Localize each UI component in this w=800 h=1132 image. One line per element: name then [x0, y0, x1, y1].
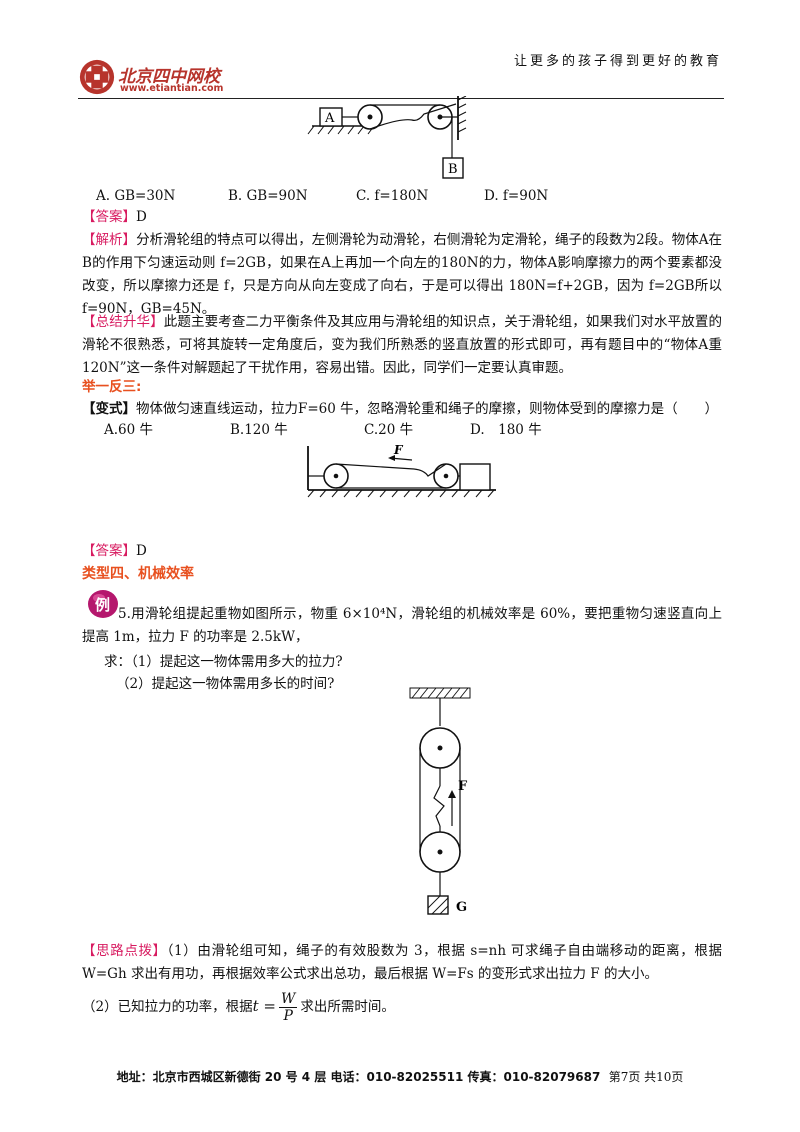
summary-tag: 【总结升华】	[82, 314, 164, 330]
answer-value: D	[136, 209, 147, 225]
figure-pulley-horizontal-ab: A B	[307, 96, 467, 179]
variant-heading: 举一反三:	[82, 379, 142, 395]
block-a-label: A	[324, 111, 335, 126]
prev-analysis: 【解析】分析滑轮组的特点可以得出，左侧滑轮为动滑轮，右侧滑轮为定滑轮，绳子的段数…	[82, 229, 722, 321]
variant-options: A.60 牛 B.120 牛 C.20 牛 D. 180 牛	[104, 418, 724, 438]
hint-1: 【思路点拨】（1）由滑轮组可知，绳子的有效股数为 3，根据 s=nh 可求绳子自…	[82, 940, 722, 986]
figure-pulley-block-f: F	[307, 443, 496, 498]
hint-1-text: （1）由滑轮组可知，绳子的有效股数为 3，根据 s=nh 可求绳子自由端移动的距…	[82, 943, 723, 982]
weight-g-label: G	[456, 900, 467, 915]
variant-question: 【变式】物体做匀速直线运动，拉力F=60 牛，忽略滑轮重和绳子的摩擦，则物体受到…	[82, 398, 722, 421]
analysis-tag: 【解析】	[82, 232, 137, 248]
school-logo-text: 北京四中网校	[118, 67, 220, 87]
variant-answer-tag: 【答案】	[82, 543, 136, 559]
variant-option-a: A.60 牛	[104, 422, 154, 438]
option-c: C. f=180N	[356, 188, 429, 204]
variant-option-d: D. 180 牛	[470, 422, 542, 438]
example-badge-text: 例	[95, 596, 110, 614]
header-divider	[78, 98, 724, 99]
prev-summary: 【总结升华】此题主要考查二力平衡条件及其应用与滑轮组的知识点，关于滑轮组，如果我…	[82, 311, 722, 380]
question-5-ask-2: （2）提起这一物体需用多长的时间?	[116, 676, 335, 692]
prev-question-options: A. GB=30N B. GB=90N C. f=180N D. f=90N	[96, 188, 716, 204]
force-f-label-vertical: F	[458, 779, 468, 794]
option-a: A. GB=30N	[96, 188, 176, 204]
question-5-ask-1: 求：（1）提起这一物体需用多大的拉力?	[104, 654, 343, 670]
variant-text: 物体做匀速直线运动，拉力F=60 牛，忽略滑轮重和绳子的摩擦，则物体受到的摩擦力…	[136, 401, 719, 417]
formula-denominator: P	[283, 1008, 293, 1024]
option-d: D. f=90N	[484, 188, 549, 204]
summary-text: 此题主要考查二力平衡条件及其应用与滑轮组的知识点，关于滑轮组，如果我们对水平放置…	[82, 314, 723, 376]
variant-answer-value: D	[136, 543, 147, 559]
variant-tag: 【变式】	[82, 401, 136, 417]
hint-2-post: 求出所需时间。	[300, 999, 395, 1015]
force-f-label: F	[393, 443, 404, 457]
hint-2-pre: （2）已知拉力的功率，根据	[82, 999, 253, 1015]
variant-answer: 【答案】D	[82, 540, 722, 563]
footer-page-number: 第7页 共10页	[608, 1070, 684, 1084]
variant-option-b: B.120 牛	[230, 422, 288, 438]
analysis-text: 分析滑轮组的特点可以得出，左侧滑轮为动滑轮，右侧滑轮为定滑轮，绳子的段数为2段。…	[82, 232, 722, 317]
example-badge-icon: 例	[88, 590, 118, 618]
option-b: B. GB=90N	[228, 188, 308, 204]
hint-tag: 【思路点拨】	[82, 943, 167, 959]
answer-tag: 【答案】	[82, 209, 136, 225]
block-b-label: B	[448, 162, 458, 177]
figure-pulley-vertical-g: F G	[409, 687, 471, 915]
header-slogan: 让更多的孩子得到更好的教育	[513, 54, 722, 69]
variant-option-c: C.20 牛	[364, 422, 414, 438]
question-5: 5.用滑轮组提起重物如图所示，物重 6×10⁴N，滑轮组的机械效率是 60%，要…	[82, 606, 722, 645]
formula-lhs: t =	[252, 997, 276, 1015]
prev-answer: 【答案】D	[82, 206, 722, 229]
page-footer: 地址：北京市西城区新德街 20 号 4 层 电话：010-82025511 传真…	[0, 1068, 800, 1085]
footer-address: 地址：北京市西城区新德街 20 号 4 层 电话：010-82025511 传真…	[116, 1070, 601, 1084]
section-4-title: 类型四、机械效率	[82, 566, 194, 582]
formula-numerator: W	[278, 991, 298, 1008]
school-logo-url: www.etiantian.com	[120, 83, 224, 94]
school-logo-emblem	[79, 59, 115, 95]
